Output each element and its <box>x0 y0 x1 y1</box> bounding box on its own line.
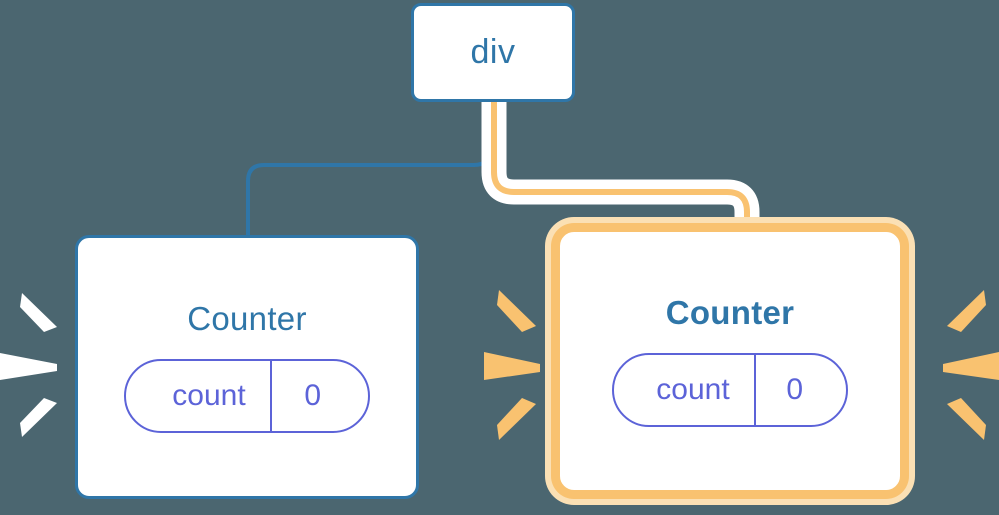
edge-div-to-counter-right <box>491 99 750 247</box>
counter-right-state-key: count <box>656 372 730 406</box>
edge-div-to-counter-left <box>246 100 492 238</box>
counter-left-title: Counter <box>187 299 307 337</box>
counter-right-state-value: 0 <box>753 354 846 425</box>
counter-right[interactable]: Counter count 0 <box>560 232 900 490</box>
counter-left-state-value: 0 <box>269 360 368 431</box>
counter-right-title: Counter <box>665 293 795 331</box>
div-node-label: div <box>470 33 516 71</box>
div-node[interactable]: div <box>411 3 575 102</box>
counter-left-state-key: count <box>172 378 246 412</box>
counter-left-state-pill[interactable]: count 0 <box>124 358 370 433</box>
edge-highlight-halo <box>481 89 760 257</box>
counter-left[interactable]: Counter count 0 <box>75 235 419 499</box>
counter-right-state-pill[interactable]: count 0 <box>612 352 848 427</box>
counter-left-content: Counter count 0 <box>78 238 416 496</box>
counter-right-content: Counter count 0 <box>563 235 897 487</box>
